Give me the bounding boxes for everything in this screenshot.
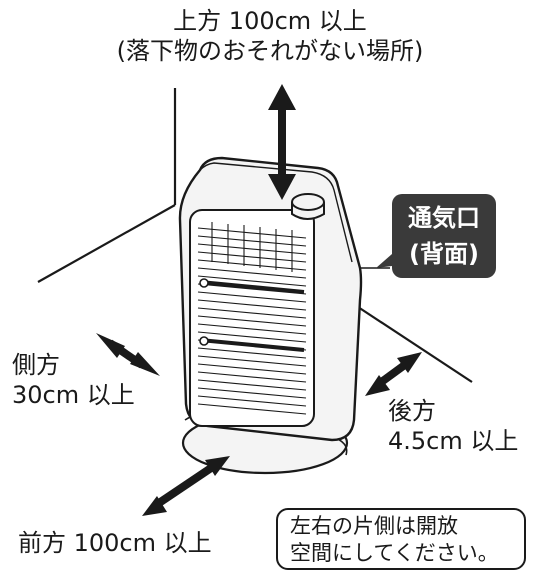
side-clearance-label: 側方 30cm 以上 [12, 350, 135, 410]
top-clearance-line1: 上方 100cm 以上 [173, 7, 367, 35]
front-clearance-label: 前方 100cm 以上 [18, 529, 212, 557]
back-clearance-arrow [365, 352, 422, 396]
back-clearance-label: 後方 4.5cm 以上 [388, 396, 518, 456]
vent-tag-line1: 通気口 [408, 204, 480, 232]
side-clearance-line1: 側方 [12, 351, 60, 379]
front-clearance-arrow [142, 456, 230, 516]
side-open-note: 左右の片側は開放 空間にしてください。 [276, 508, 526, 570]
side-open-note-line2: 空間にしてください。 [290, 541, 499, 565]
top-clearance-line2: (落下物のおそれがない場所) [116, 37, 424, 65]
back-clearance-line1: 後方 [388, 397, 436, 425]
heater-body [178, 156, 363, 442]
heating-element-lower [199, 336, 305, 352]
control-knob [291, 193, 325, 220]
side-clearance-arrow [96, 333, 160, 376]
side-clearance-line2: 30cm 以上 [12, 381, 135, 409]
side-open-note-line1: 左右の片側は開放 [290, 514, 458, 538]
heating-element-upper [199, 278, 305, 294]
top-clearance-label: 上方 100cm 以上 (落下物のおそれがない場所) [0, 6, 540, 66]
vent-tag-line2: (背面) [409, 240, 479, 268]
wall-right-floor-line [354, 304, 473, 383]
top-clearance-arrow [268, 84, 296, 200]
back-clearance-line2: 4.5cm 以上 [388, 427, 519, 455]
vent-tag: 通気口 (背面) [392, 194, 496, 278]
wall-left-floor-line [37, 204, 176, 283]
vent-tag-pointer [376, 254, 392, 268]
